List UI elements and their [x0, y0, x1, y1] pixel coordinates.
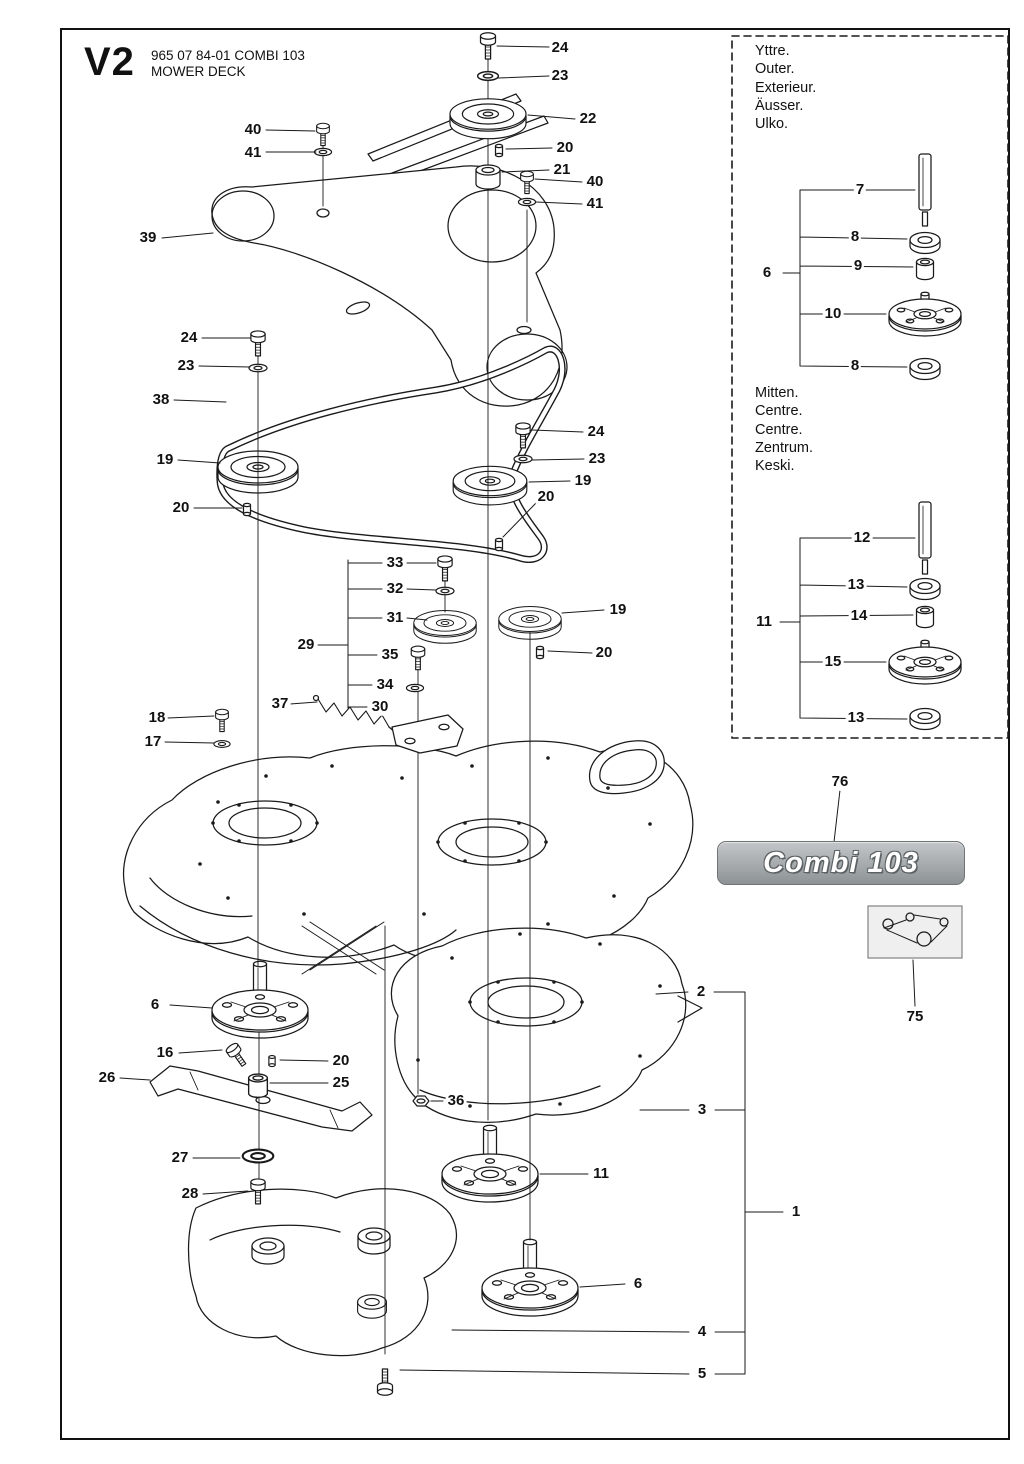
part-callout-6: 6 — [760, 263, 774, 282]
part-callout-4: 4 — [695, 1322, 709, 1341]
part-callout-15: 15 — [822, 652, 844, 671]
spindle-6-left — [211, 960, 309, 1039]
deck-shell-upper — [122, 740, 694, 975]
doc-title: MOWER DECK — [151, 64, 246, 80]
part-callout-18: 18 — [146, 708, 168, 727]
part-callout-7: 7 — [853, 180, 867, 199]
part-callout-33: 33 — [384, 553, 406, 572]
pulley-19-centre — [452, 465, 528, 506]
part-callout-23: 23 — [175, 356, 197, 375]
part-callout-6: 6 — [631, 1274, 645, 1293]
bracket-30 — [391, 714, 464, 754]
deflector-plate — [187, 1188, 457, 1357]
part-callout-31: 31 — [384, 608, 406, 627]
combi-103-badge: Combi 103 — [717, 841, 965, 885]
part-callout-8: 8 — [848, 356, 862, 375]
fasteners — [213, 32, 545, 1396]
part-callout-25: 25 — [330, 1073, 352, 1092]
part-callout-39: 39 — [137, 228, 159, 247]
belt-routing-icon — [867, 905, 963, 959]
part-callout-26: 26 — [96, 1068, 118, 1087]
part-callout-34: 34 — [374, 675, 396, 694]
part-callout-19: 19 — [607, 600, 629, 619]
part-callout-20: 20 — [554, 138, 576, 157]
deck-shell-lower — [390, 927, 703, 1123]
part-callout-20: 20 — [330, 1051, 352, 1070]
part-callout-24: 24 — [585, 422, 607, 441]
part-callout-12: 12 — [851, 528, 873, 547]
part-callout-9: 9 — [851, 256, 865, 275]
detail-box — [731, 35, 1009, 739]
idler-pulley-31 — [413, 610, 477, 644]
part-callout-41: 41 — [242, 143, 264, 162]
part-callout-11: 11 — [754, 612, 774, 631]
part-callout-23: 23 — [586, 449, 608, 468]
part-callout-35: 35 — [379, 645, 401, 664]
part-callout-19: 19 — [572, 471, 594, 490]
part-callout-37: 37 — [269, 694, 291, 713]
spindle-6-right — [481, 1238, 579, 1317]
part-callout-13: 13 — [845, 708, 867, 727]
belt-cover-39 — [211, 165, 568, 407]
part-callout-10: 10 — [822, 304, 844, 323]
pulley-22 — [449, 98, 527, 140]
badge-text: Combi 103 — [763, 846, 919, 879]
part-callout-76: 76 — [829, 772, 851, 791]
part-callout-11: 11 — [591, 1164, 611, 1183]
part-callout-21: 21 — [551, 160, 573, 179]
part-callout-29: 29 — [295, 635, 317, 654]
part-callout-3: 3 — [695, 1100, 709, 1119]
centre-position-label: Mitten. Centre. Centre. Zentrum. Keski. — [755, 385, 814, 475]
part-callout-14: 14 — [848, 606, 870, 625]
part-callout-24: 24 — [178, 328, 200, 347]
part-callout-16: 16 — [154, 1043, 176, 1062]
part-callout-6: 6 — [148, 995, 162, 1014]
part-callout-2: 2 — [694, 982, 708, 1001]
part-callout-41: 41 — [584, 194, 606, 213]
part-callout-27: 27 — [169, 1148, 191, 1167]
part-callout-13: 13 — [845, 575, 867, 594]
part-callout-36: 36 — [445, 1091, 467, 1110]
part-callout-22: 22 — [577, 109, 599, 128]
page-border — [60, 28, 1010, 1440]
outer-position-label: Yttre. Outer. Exterieur. Äusser. Ulko. — [755, 43, 817, 133]
part-callout-19: 19 — [154, 450, 176, 469]
part-callout-40: 40 — [242, 120, 264, 139]
part-callout-20: 20 — [593, 643, 615, 662]
page-version: V2 — [84, 40, 135, 84]
doc-number: 965 07 84-01 COMBI 103 — [151, 48, 305, 63]
centre-spindle-detail — [888, 501, 962, 731]
part-callout-38: 38 — [150, 390, 172, 409]
part-callout-75: 75 — [904, 1007, 926, 1026]
part-callout-20: 20 — [170, 498, 192, 517]
spindle-11-centre — [441, 1124, 539, 1203]
part-callout-20: 20 — [535, 487, 557, 506]
part-callout-23: 23 — [549, 66, 571, 85]
part-callout-5: 5 — [695, 1364, 709, 1383]
spacer-21 — [475, 164, 501, 190]
part-callout-28: 28 — [179, 1184, 201, 1203]
part-callout-17: 17 — [142, 732, 164, 751]
part-callout-24: 24 — [549, 38, 571, 57]
part-callout-30: 30 — [369, 697, 391, 716]
part-callout-8: 8 — [848, 227, 862, 246]
part-callout-40: 40 — [584, 172, 606, 191]
part-callout-32: 32 — [384, 579, 406, 598]
part-callout-1: 1 — [789, 1202, 803, 1221]
page-title: 965 07 84-01 COMBI 103 MOWER DECK — [151, 48, 305, 80]
